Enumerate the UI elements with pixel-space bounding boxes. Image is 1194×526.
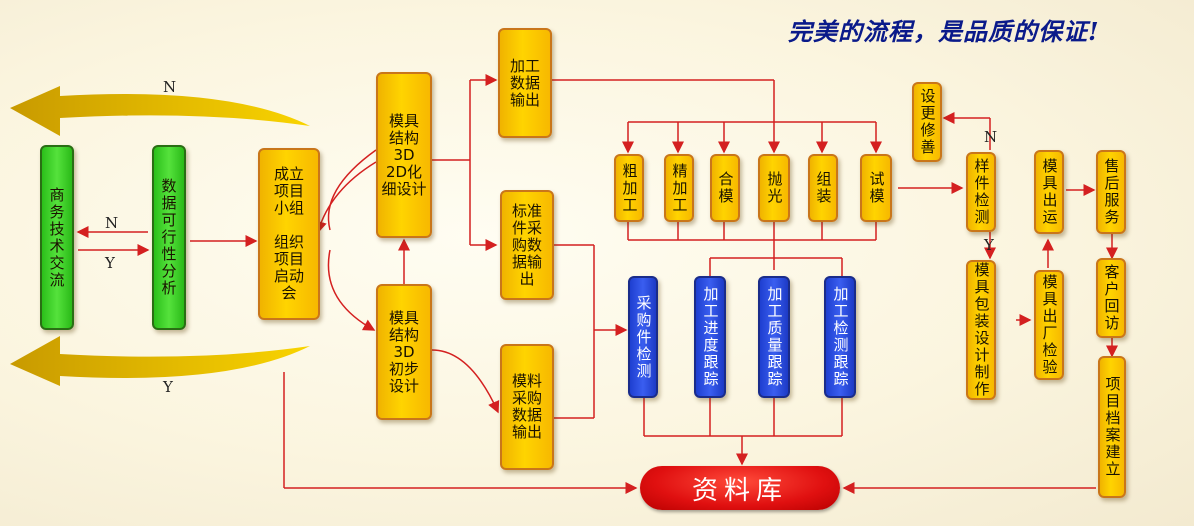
label-n-mid: N [105, 214, 119, 232]
design-3d-2d-box: 模具 结构 3D 2D化 细设计 [376, 72, 432, 238]
business-tech-exchange-box: 商 务 技 术 交 流 [40, 145, 74, 330]
mold-material-box: 模料 采购 数据 输出 [500, 344, 554, 470]
inspection-tracking-box: 加工检测跟踪 [824, 276, 856, 398]
mold-shipping-box: 模具出运 [1034, 150, 1064, 234]
factory-inspection-box: 模具出厂检验 [1034, 270, 1064, 380]
progress-tracking-box: 加工进度跟踪 [694, 276, 726, 398]
slogan-title: 完美的流程，是品质的保证! [788, 17, 1100, 46]
sample-inspection-box: 样件检测 [966, 152, 996, 232]
project-archive-box: 项目档案建立 [1098, 356, 1126, 498]
design-3d-initial-box: 模具 结构 3D 初步 设计 [376, 284, 432, 420]
label-y-right: Y [984, 236, 994, 254]
design-modification-box: 设更修善 [912, 82, 942, 162]
after-sales-box: 售后服务 [1096, 150, 1126, 234]
purchase-inspection-box: 采购件检测 [628, 276, 658, 398]
quality-tracking-box: 加工质量跟踪 [758, 276, 790, 398]
label-y-bottom: Y [163, 378, 173, 396]
project-kickoff-box: 成立 项目 小组 组织 项目 启动 会 [258, 148, 320, 320]
rough-machining-box: 粗加工 [614, 154, 644, 222]
label-n-top: N [163, 78, 177, 96]
bottom-arc-arrow [10, 336, 310, 386]
finish-machining-box: 精加工 [664, 154, 694, 222]
machining-data-box: 加工 数据 输出 [498, 28, 552, 138]
label-y-mid: Y [105, 254, 115, 272]
assembly-box: 组装 [808, 154, 838, 222]
database-ellipse: 资料库 [640, 466, 840, 510]
polish-box: 抛光 [758, 154, 790, 222]
mold-fit-box: 合模 [710, 154, 740, 222]
customer-visit-box: 客户回访 [1096, 258, 1126, 338]
label-n-right: N [984, 128, 998, 146]
standard-parts-box: 标准 件采 购数 据输 出 [500, 190, 554, 300]
packaging-design-box: 模具包装设计制作 [966, 260, 996, 400]
feasibility-analysis-box: 数 据 可 行 性 分 析 [152, 145, 186, 330]
trial-mold-box: 试模 [860, 154, 892, 222]
top-arc-arrow [10, 86, 310, 136]
